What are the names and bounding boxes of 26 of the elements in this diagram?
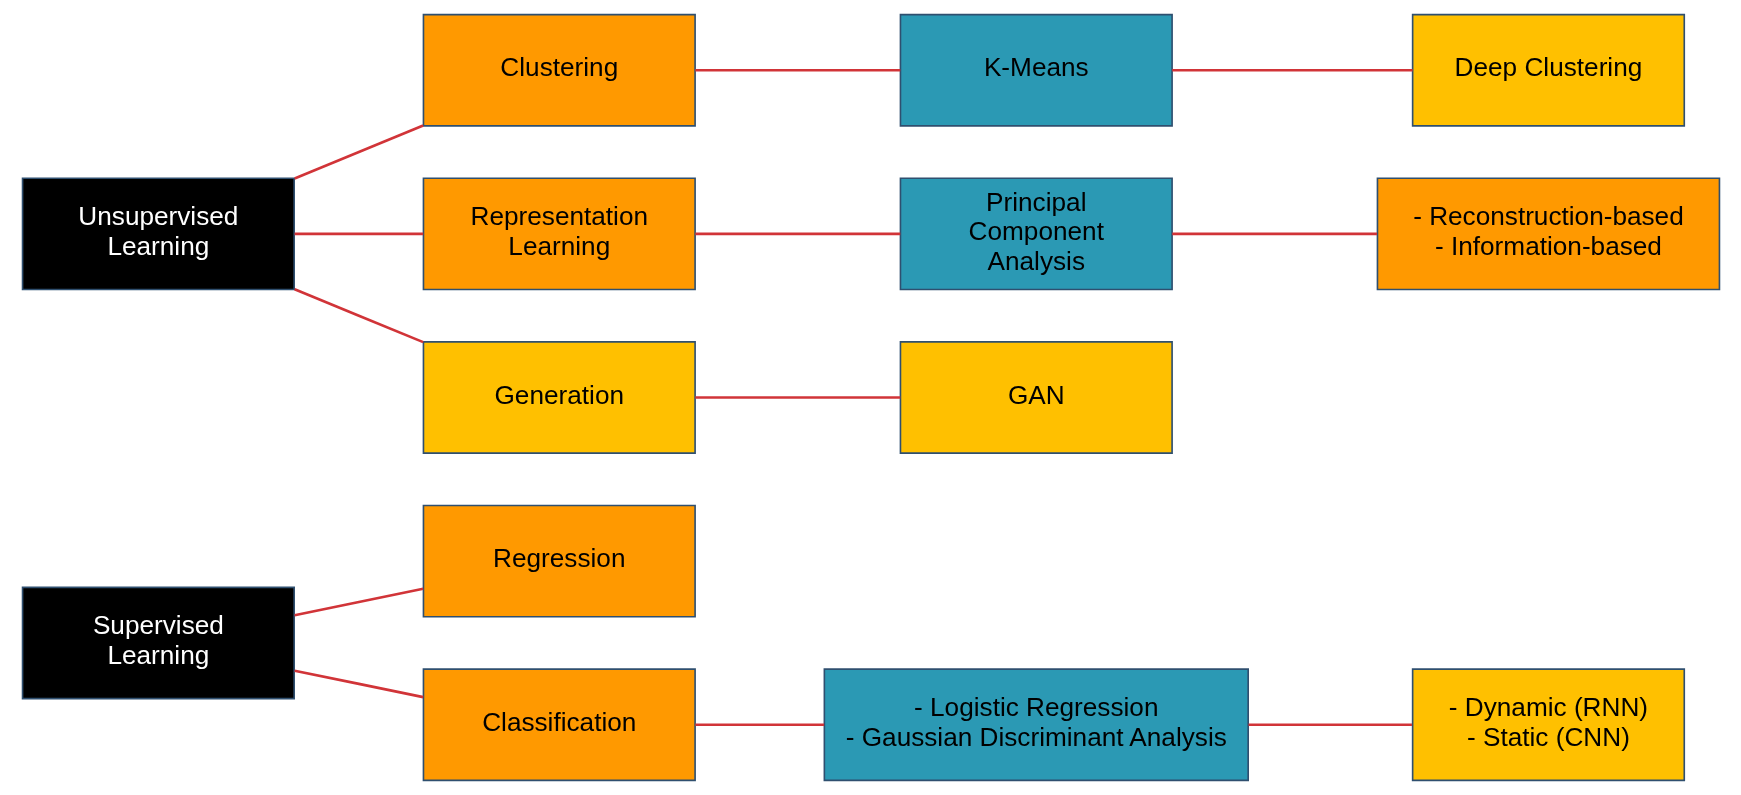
connector xyxy=(694,232,900,236)
node-box: Principal Component Analysis xyxy=(899,177,1173,291)
node-box: Representation Learning xyxy=(422,177,696,291)
node-box: K-Means xyxy=(899,13,1173,127)
node-box: Supervised Learning xyxy=(21,586,295,700)
connector xyxy=(694,68,900,72)
node-box: GAN xyxy=(899,341,1173,454)
node-box: Classification xyxy=(422,668,696,782)
node-box: Regression xyxy=(422,504,696,618)
connector xyxy=(293,587,423,617)
node-box: - Reconstruction-based - Information-based xyxy=(1376,177,1720,291)
connector xyxy=(694,723,824,727)
node-box: Unsupervised Learning xyxy=(21,177,295,291)
connector xyxy=(1248,723,1412,727)
connector xyxy=(694,396,900,399)
connector xyxy=(1171,68,1413,72)
connector xyxy=(293,124,424,180)
connector xyxy=(1171,232,1377,236)
node-box: Deep Clustering xyxy=(1411,13,1685,127)
node-box: - Logistic Regression - Gaussian Discriminant Analysis xyxy=(823,668,1249,782)
connector xyxy=(293,288,424,344)
node-box: Clustering xyxy=(422,13,696,127)
connector xyxy=(293,669,423,699)
connector xyxy=(294,232,423,236)
node-box: - Dynamic (RNN) - Static (CNN) xyxy=(1411,668,1685,782)
node-box: Generation xyxy=(422,341,696,454)
